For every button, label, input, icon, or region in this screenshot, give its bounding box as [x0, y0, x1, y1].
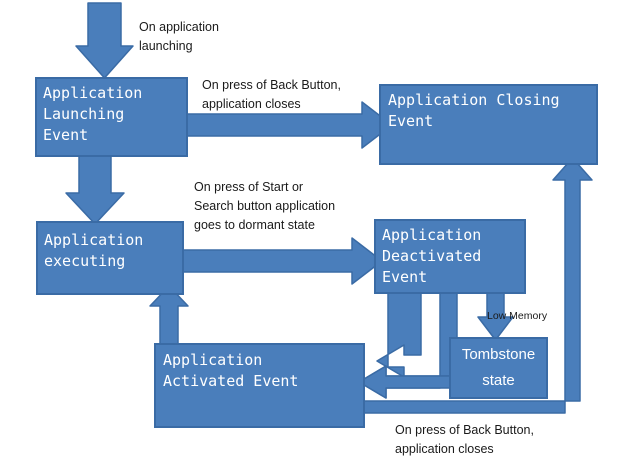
arrow-start-to-launching [75, 2, 134, 79]
application-deactivated-event-box[interactable] [374, 219, 526, 294]
arrow-tombstone-to-activated [358, 365, 451, 399]
application-closing-event-box[interactable] [379, 84, 598, 165]
application-launching-event-box[interactable] [35, 77, 188, 157]
edge-label-low-memory: Low Memory [487, 310, 548, 322]
arrow-deactivated-to-tombstone [477, 291, 514, 341]
arrow-activated-to-closing [363, 157, 593, 414]
edge-label-back-button-closes-bottom: On press of Back Button, application clo… [395, 423, 534, 456]
edge-label-back-button-closes-top: On press of Back Button, application clo… [202, 78, 341, 111]
arrow-activated-to-executing [149, 285, 189, 345]
arrow-launching-to-closing [186, 101, 393, 149]
arrow-deactivated-to-activated [376, 291, 422, 378]
edge-label-on-application-launching: On application launching [139, 20, 219, 53]
arrow-executing-to-deactivated [182, 237, 383, 285]
node-boxes [35, 77, 598, 428]
application-executing-box[interactable] [36, 221, 184, 295]
arrow-launching-to-executing [65, 155, 125, 225]
tombstone-state-box[interactable] [449, 337, 548, 399]
application-activated-event-box[interactable] [154, 343, 365, 428]
edge-label-start-search-dormant: On press of Start or Search button appli… [194, 180, 336, 232]
